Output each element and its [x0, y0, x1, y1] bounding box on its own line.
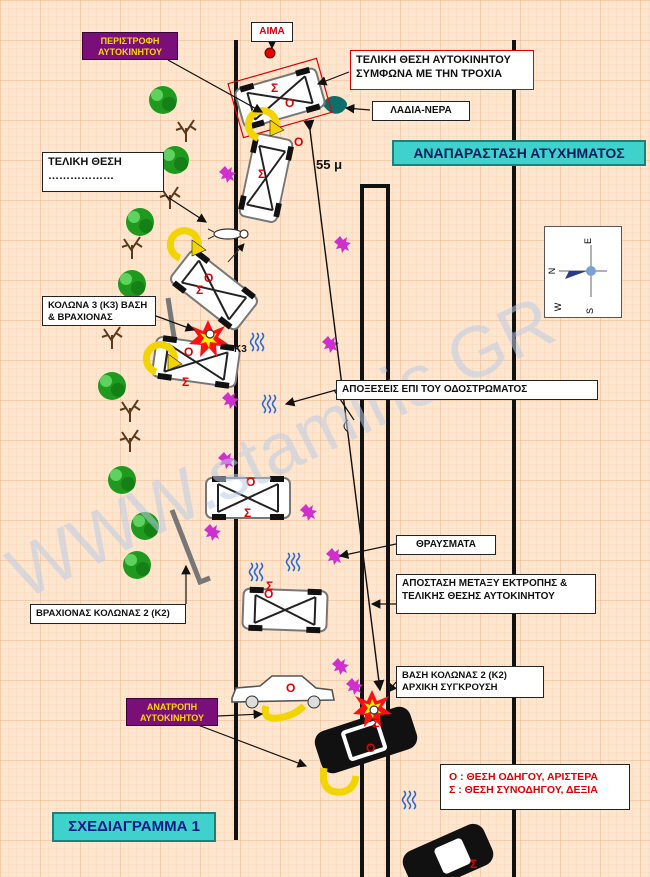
passenger-marker: Σ: [196, 283, 203, 297]
passenger-marker: Σ: [182, 375, 189, 389]
driver-marker: Ο: [204, 271, 213, 285]
pole3-label: ΚΟΛΩΝΑ 3 (Κ3) ΒΑΣΗ & ΒΡΑΧΙΟΝΑΣ: [42, 296, 156, 326]
passenger-marker: Σ: [271, 81, 278, 95]
pole3-base-icon: [205, 329, 215, 339]
person-icon: [207, 228, 249, 240]
compass-box: E S W N: [544, 226, 622, 318]
tree-icon: [118, 270, 146, 298]
compass-w: W: [553, 302, 563, 311]
compass-rose-icon: E S W N: [547, 238, 607, 314]
passenger-marker: Σ: [470, 857, 477, 871]
driver-marker: Ο: [366, 741, 375, 755]
tree-icon: [149, 86, 177, 114]
diagram-title: ΣΧΕΔΙΑΓΡΑΜΜΑ 1: [52, 812, 216, 842]
distance-deviation-label: ΑΠΟΣΤΑΣΗ ΜΕΤΑΞΥ ΕΚΤΡΟΠΗΣ & ΤΕΛΙΚΗΣ ΘΕΣΗΣ…: [396, 574, 596, 614]
accident-reconstruction-title: ΑΝΑΠΑΡΑΣΤΑΣΗ ΑΤΥΧΗΜΑΤΟΣ: [392, 140, 646, 166]
debris-label: ΘΡΑΥΣΜΑΤΑ: [396, 535, 496, 555]
blood-label: ΑΙΜΑ: [251, 22, 293, 42]
car-sliding-2: [241, 585, 329, 635]
driver-marker: Ο: [246, 475, 255, 489]
compass-n: N: [547, 268, 557, 275]
driver-marker: Ο: [294, 135, 303, 149]
legend-box: Ο : ΘΕΣΗ ΟΔΗΓΟΥ, ΑΡΙΣΤΕΡΑ Σ : ΘΕΣΗ ΣΥΝΟΔ…: [440, 764, 630, 810]
car-approaching: [402, 823, 494, 877]
tree-icon: [98, 372, 126, 400]
car-initial-collision: [314, 706, 418, 774]
pole2-arm-label: ΒΡΑΧΙΟΝΑΣ ΚΟΛΩΝΑΣ 2 (Κ2): [30, 604, 186, 624]
passenger-marker: Σ: [372, 716, 379, 730]
final-position-trajectory-label: ΤΕΛΙΚΗ ΘΕΣΗ ΑΥΤΟΚΙΝΗΤΟΥ ΣΥΜΦΩΝΑ ΜΕ ΤΗΝ Τ…: [350, 50, 534, 90]
driver-marker: Ο: [286, 681, 295, 695]
overturn-arrow-icon: [261, 703, 307, 722]
blood-icon: [264, 47, 276, 59]
passenger-marker: Σ: [244, 506, 251, 520]
legend-driver: Ο : ΘΕΣΗ ΟΔΗΓΟΥ, ΑΡΙΣΤΕΡΑ: [449, 771, 598, 783]
tree-icon: [126, 208, 154, 236]
oil-water-label: ΛΑΔΙΑ-ΝΕΡΑ: [372, 101, 470, 121]
pole2-base-icon: [369, 705, 379, 715]
car-overturn-label: ΑΝΑΤΡΟΠΗ ΑΥΤΟΚΙΝΗΤΟΥ: [126, 698, 218, 726]
passenger-marker: Σ: [266, 579, 273, 593]
road-marks-label: ΑΠΟΞΕΣΕΙΣ ΕΠΙ ΤΟΥ ΟΔΟΣΤΡΩΜΑΤΟΣ: [336, 380, 598, 400]
driver-marker: Ο: [184, 345, 193, 359]
distance-55m-line: [303, 119, 385, 692]
pole2-arm: [169, 509, 211, 586]
compass-e: E: [583, 238, 593, 244]
driver-marker: Ο: [264, 587, 273, 601]
overturn-arrow-icon: [319, 767, 360, 796]
final-position-person-label: ΤΕΛΙΚΗ ΘΕΣΗ ………………: [42, 152, 164, 192]
tree-icon: [161, 146, 189, 174]
driver-marker: Ο: [285, 96, 294, 110]
distance-55m-label: 55 μ: [316, 157, 342, 172]
passenger-marker: Σ: [258, 167, 265, 181]
compass-s: S: [585, 308, 595, 314]
legend-passenger: Σ : ΘΕΣΗ ΣΥΝΟΔΗΓΟΥ, ΔΕΞΙΑ: [449, 784, 598, 797]
pole3-tag: Κ3: [234, 344, 247, 355]
pole2-base-label: ΒΑΣΗ ΚΟΛΩΝΑΣ 2 (Κ2) ΑΡΧΙΚΗ ΣΥΓΚΡΟΥΣΗ: [396, 666, 544, 698]
car-rotation-label: ΠΕΡΙΣΤΡΟΦΗ ΑΥΤΟΚΙΝΗΤΟΥ: [82, 32, 178, 60]
